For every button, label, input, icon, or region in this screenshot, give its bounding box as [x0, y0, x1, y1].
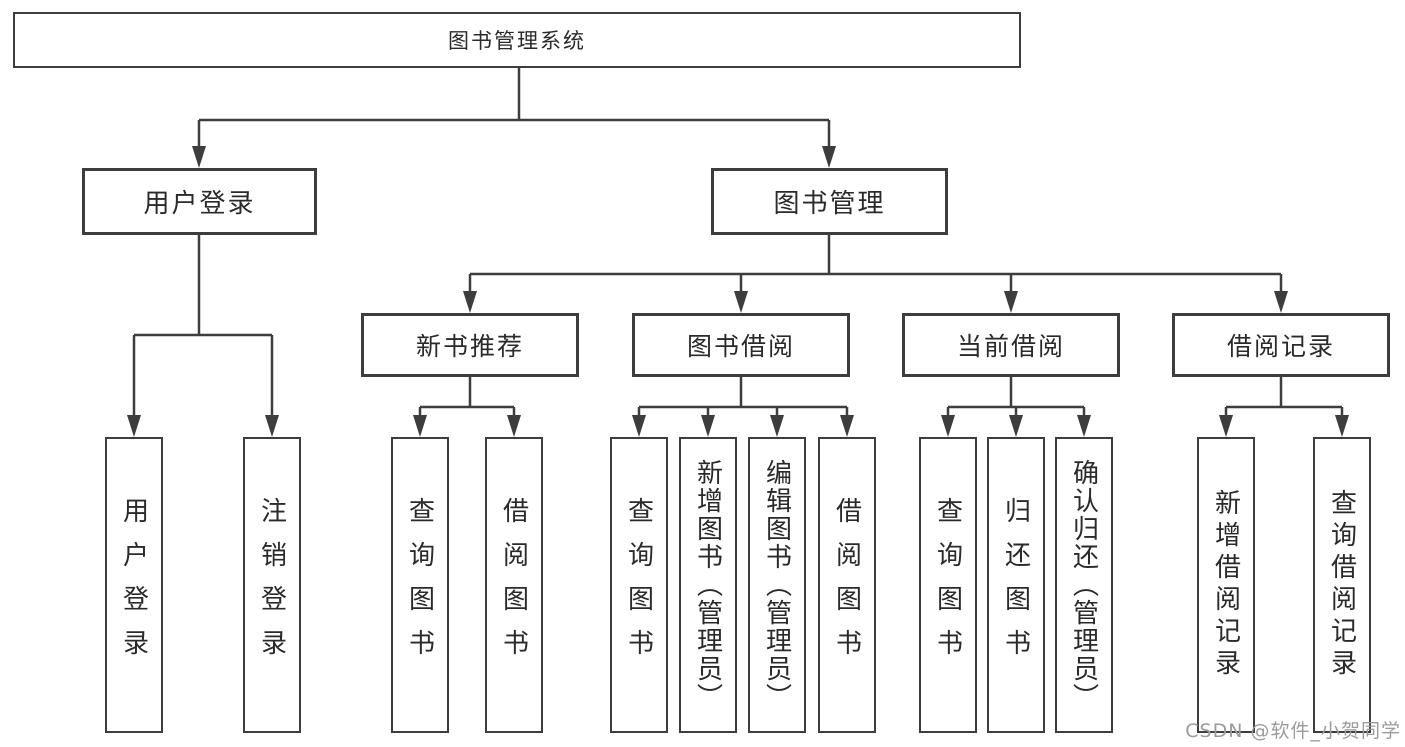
watermark: CSDN @软件_小贺同学 [1185, 720, 1401, 742]
arrowhead-icon [840, 415, 854, 437]
leaf-user-login: 用户登录 [105, 437, 163, 733]
leaf-borrow-books-new: 借阅图书 [485, 437, 543, 733]
arrowhead-icon [822, 146, 836, 168]
arrowhead-icon [770, 415, 784, 437]
leaf-borrow-books-borrow: 借阅图书 [818, 437, 876, 733]
node-library-system: 图书管理系统 [13, 12, 1021, 68]
node-current-borrowing: 当前借阅 [902, 313, 1120, 377]
leaf-return-book: 归还图书 [987, 437, 1045, 733]
node-book-management: 图书管理 [711, 168, 948, 235]
leaf-query-books-new: 查询图书 [391, 437, 449, 733]
node-book-borrowing: 图书借阅 [632, 313, 850, 377]
arrowhead-icon [1335, 415, 1349, 437]
node-user-login: 用户登录 [82, 168, 317, 235]
arrowhead-icon [701, 415, 715, 437]
arrowhead-icon [127, 415, 141, 437]
arrowhead-icon [507, 415, 521, 437]
arrowhead-icon [192, 146, 206, 168]
arrowhead-icon [1009, 415, 1023, 437]
arrowhead-icon [1077, 415, 1091, 437]
arrowhead-icon [941, 415, 955, 437]
arrowhead-icon [1274, 291, 1288, 313]
arrowhead-icon [1219, 415, 1233, 437]
leaf-add-book-admin: 新增图书（管理员） [679, 437, 737, 733]
leaf-edit-book-admin: 编辑图书（管理员） [748, 437, 806, 733]
arrowhead-icon [734, 291, 748, 313]
node-new-book-recommend: 新书推荐 [361, 313, 579, 377]
arrowhead-icon [413, 415, 427, 437]
leaf-query-books-borrow: 查询图书 [610, 437, 668, 733]
arrowhead-icon [632, 415, 646, 437]
leaf-logout: 注销登录 [243, 437, 301, 733]
leaf-query-borrow-record: 查询借阅记录 [1313, 437, 1371, 733]
arrowhead-icon [463, 291, 477, 313]
leaf-query-books-current: 查询图书 [919, 437, 977, 733]
arrowhead-icon [1004, 291, 1018, 313]
leaf-add-borrow-record: 新增借阅记录 [1197, 437, 1255, 733]
node-borrowing-records: 借阅记录 [1172, 313, 1390, 377]
leaf-confirm-return-admin: 确认归还（管理员） [1055, 437, 1113, 733]
arrowhead-icon [265, 415, 279, 437]
